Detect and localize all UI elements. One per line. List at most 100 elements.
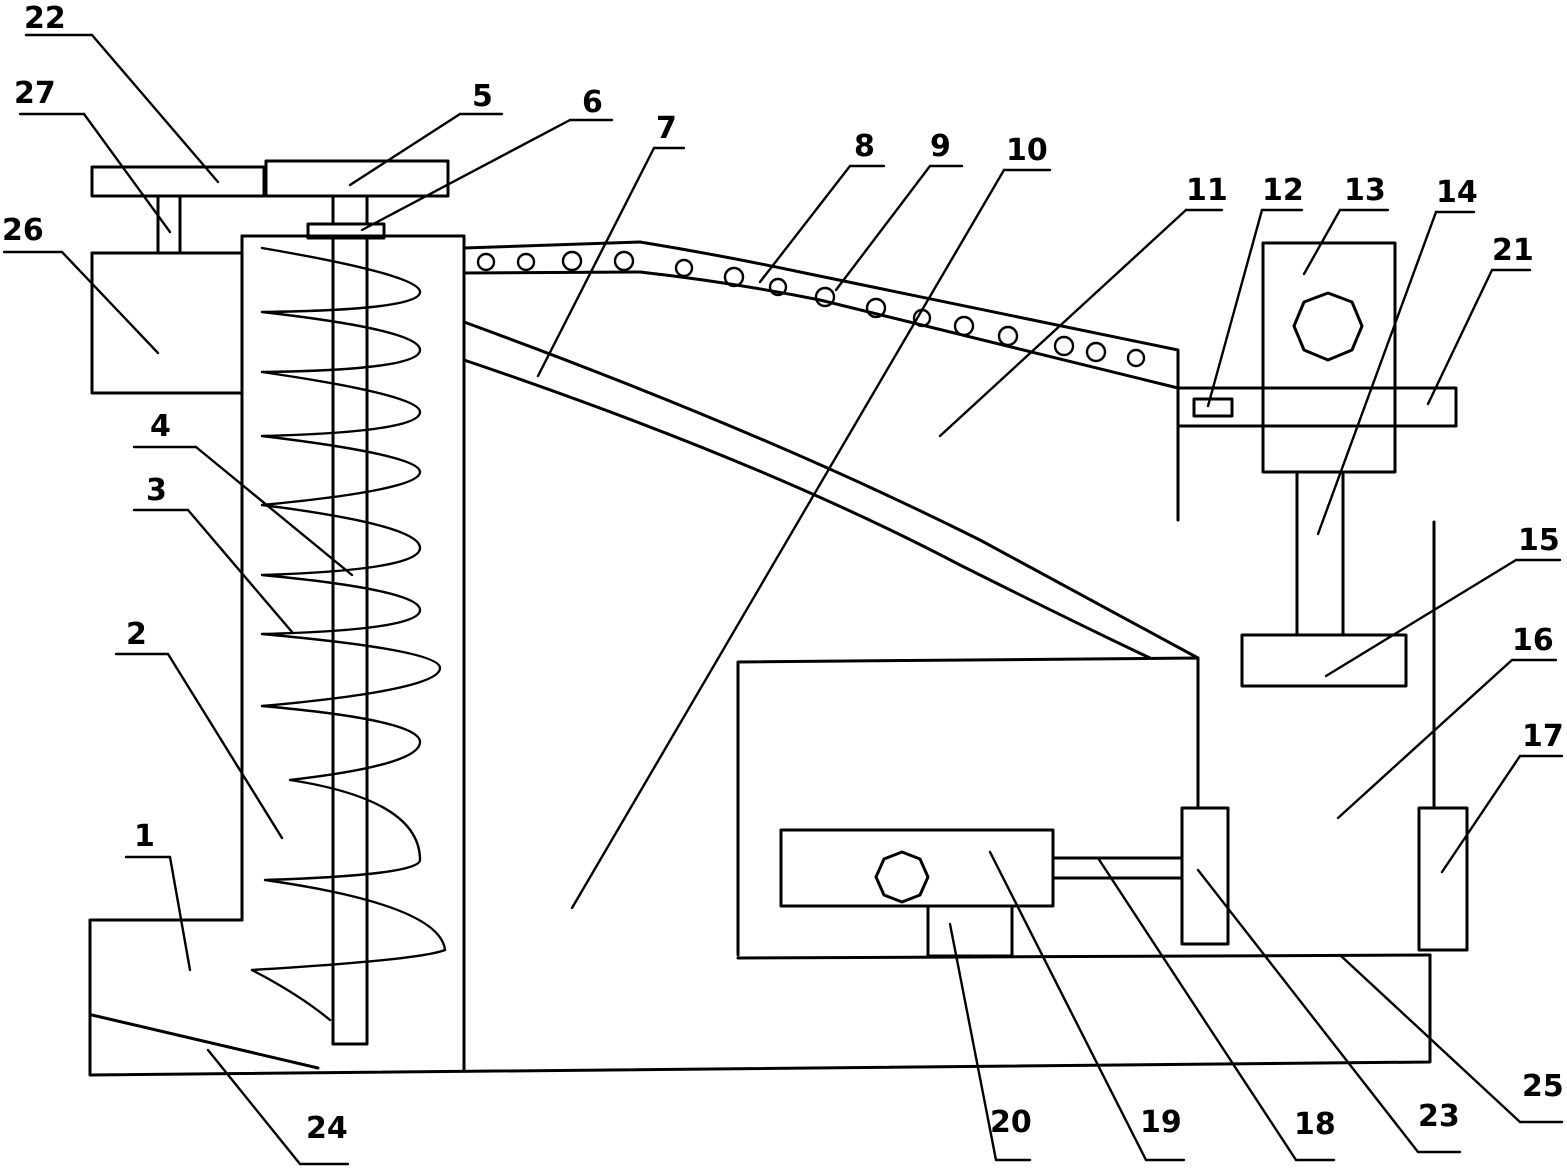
- motor-19: [779, 828, 1055, 908]
- pipe-hole: [865, 297, 887, 319]
- leader-11: [938, 208, 1188, 438]
- perforated-pipe: [462, 240, 1180, 390]
- block-17: [1417, 806, 1469, 952]
- leader-17: [1440, 754, 1522, 874]
- sensor-12: [1192, 397, 1234, 418]
- pipe-hole: [613, 250, 635, 272]
- inclined-bottom-plate: [90, 1013, 320, 1070]
- leader-15: [1324, 558, 1518, 678]
- pipe-hole: [1085, 341, 1107, 363]
- press-plate-15: [1240, 633, 1408, 688]
- label-16: 16: [1512, 623, 1554, 658]
- pipe-hole: [997, 325, 1019, 347]
- top-assembly: [90, 159, 450, 395]
- chute-lower-edge: [462, 358, 1152, 660]
- pipe-hole: [1053, 335, 1075, 357]
- leader-1: [168, 855, 192, 972]
- leader-24: [206, 1048, 302, 1166]
- label-3: 3: [146, 473, 167, 508]
- pipe-hole: [1126, 348, 1146, 368]
- leader-12: [1206, 208, 1264, 408]
- motor-base-20: [926, 904, 1014, 958]
- leader-23: [1196, 868, 1420, 1154]
- label-7: 7: [656, 111, 677, 146]
- base-structure: [88, 918, 1432, 1077]
- pipe-hole: [814, 286, 836, 308]
- leader-16: [1336, 658, 1514, 820]
- label-18: 18: [1294, 1107, 1336, 1142]
- leader-lines: [2, 33, 1564, 1166]
- pipe-hole: [768, 277, 788, 297]
- base-frame: [88, 918, 1432, 1077]
- leader-18: [1096, 856, 1298, 1162]
- leader-21: [1426, 268, 1494, 406]
- pipe-lower-edge: [462, 246, 1180, 390]
- leader-9: [834, 164, 932, 292]
- pipe-hole: [561, 250, 583, 272]
- leader-7: [536, 146, 656, 378]
- label-5: 5: [472, 79, 493, 114]
- inclined-chute: [462, 320, 1200, 660]
- label-22: 22: [24, 1, 66, 36]
- motor-housing-13: [1261, 241, 1397, 474]
- label-15: 15: [1518, 523, 1560, 558]
- pipe-upper-edge: [462, 240, 1180, 390]
- label-24: 24: [306, 1111, 348, 1146]
- coupling-bearing: [306, 222, 386, 240]
- label-14: 14: [1436, 175, 1478, 210]
- motor-5: [264, 159, 450, 198]
- leader-4: [194, 445, 354, 577]
- chamber-outline: [736, 656, 1200, 957]
- pipe-hole: [674, 258, 694, 278]
- motor-rotor-icon: [1292, 291, 1364, 362]
- pipe-hole: [516, 252, 536, 272]
- label-2: 2: [126, 617, 147, 652]
- part-labels: 22 27 26 4 3 2 1 5 6 7 8 9 10 11 12 13 1…: [2, 1, 1564, 1146]
- label-10: 10: [1006, 133, 1048, 168]
- label-13: 13: [1344, 173, 1386, 208]
- label-4: 4: [150, 409, 171, 444]
- leader-13: [1302, 208, 1342, 276]
- pipe-holes: [476, 250, 1146, 368]
- leader-2: [166, 652, 284, 840]
- screw-column: [240, 194, 466, 1072]
- label-9: 9: [930, 129, 951, 164]
- label-26: 26: [2, 213, 44, 248]
- leader-25: [1338, 953, 1522, 1124]
- leader-8: [758, 164, 852, 284]
- top-plate-22: [90, 165, 266, 198]
- label-19: 19: [1140, 1105, 1182, 1140]
- leader-10: [570, 168, 1006, 910]
- leader-5: [348, 112, 462, 187]
- leader-20: [948, 922, 998, 1162]
- right-motor-assembly: [1176, 241, 1458, 810]
- bar-21: [1176, 386, 1458, 428]
- pipe-hole: [723, 266, 745, 288]
- lower-chamber: [736, 656, 1469, 960]
- motor-19-rotor-icon: [874, 850, 930, 904]
- label-8: 8: [854, 129, 875, 164]
- chute-upper-edge: [462, 320, 1200, 660]
- label-25: 25: [1522, 1069, 1564, 1104]
- leader-19: [988, 850, 1148, 1162]
- floor-plate-25: [736, 953, 1432, 960]
- pipe-hole: [476, 252, 496, 272]
- leader-27: [82, 112, 172, 234]
- leader-14: [1316, 210, 1438, 536]
- pipe-hole: [953, 315, 975, 337]
- leader-6: [360, 118, 572, 232]
- label-12: 12: [1262, 173, 1304, 208]
- label-21: 21: [1492, 233, 1534, 268]
- label-1: 1: [134, 819, 155, 854]
- label-23: 23: [1418, 1099, 1460, 1134]
- block-23: [1180, 806, 1230, 946]
- spiral-blade: [250, 246, 447, 1022]
- label-27: 27: [14, 76, 56, 111]
- leader-26: [60, 250, 160, 355]
- leader-22: [90, 33, 220, 184]
- label-6: 6: [582, 85, 603, 120]
- leader-3: [186, 508, 294, 634]
- label-20: 20: [990, 1105, 1032, 1140]
- side-box-26: [90, 251, 244, 395]
- label-11: 11: [1186, 173, 1228, 208]
